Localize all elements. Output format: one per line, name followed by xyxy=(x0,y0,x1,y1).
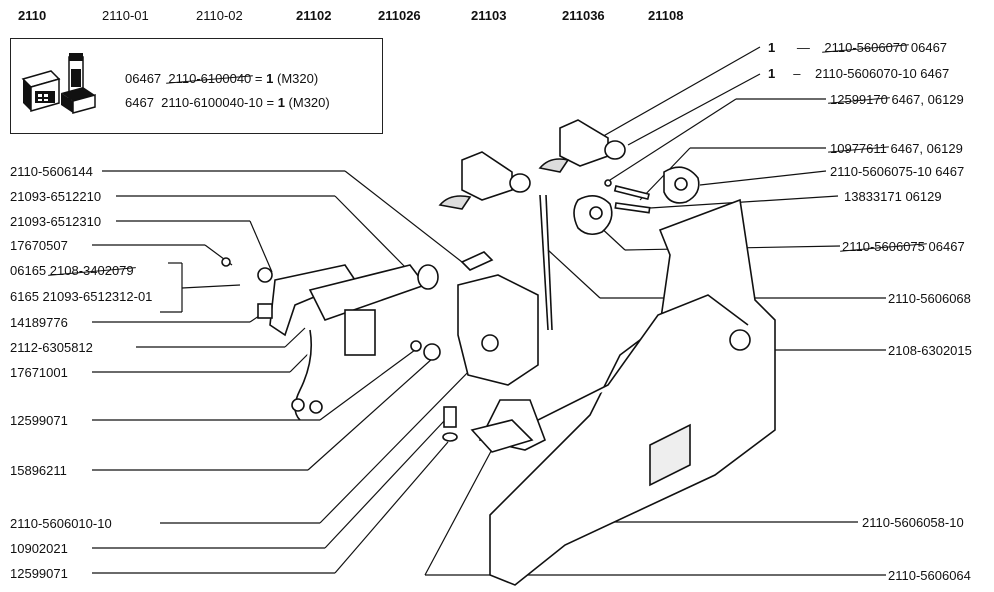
right-label-1-dash: — xyxy=(796,40,810,55)
right-label-2: 1 – 2110-5606070-10 6467 xyxy=(768,66,949,81)
right-label-6: 13833171 06129 xyxy=(844,189,942,204)
right-label-1-part: 2110-5606070 xyxy=(824,40,908,55)
left-label-14: 12599071 xyxy=(10,566,68,581)
right-label-2-dash: – xyxy=(793,66,801,81)
info-line-2-eq: = xyxy=(266,95,275,110)
right-label-11: 2110-5606064 xyxy=(888,568,971,583)
model-code-7: 211036 xyxy=(562,8,605,23)
left-label-5-part: 2108-3402079 xyxy=(49,263,134,278)
left-label-11: 15896211 xyxy=(10,463,67,478)
model-code-5: 211026 xyxy=(378,8,421,23)
right-label-1-suffix: 06467 xyxy=(910,40,948,55)
left-label-2: 21093-6512210 xyxy=(10,189,102,204)
right-label-3-part: 12599170 xyxy=(830,92,888,107)
right-label-10: 2110-5606058-10 xyxy=(862,515,964,530)
model-code-4: 21102 xyxy=(296,8,332,23)
right-label-2-part: 2110-5606070-10 6467 xyxy=(814,66,950,81)
right-label-1: 1 — 2110-5606070 06467 xyxy=(768,40,947,55)
left-label-10: 12599071 xyxy=(10,413,68,428)
left-label-8: 2112-6305812 xyxy=(10,340,93,355)
left-label-3: 21093-6512310 xyxy=(10,214,102,229)
info-line-1-qty: 1 xyxy=(266,71,274,86)
right-label-8: 2110-5606068 xyxy=(888,291,971,306)
right-label-2-qty: 1 xyxy=(768,66,776,81)
info-line-1-part: 2110-6100040 xyxy=(168,71,252,86)
parts-box-icon xyxy=(21,53,96,114)
info-line-1-code: 06467 xyxy=(125,71,162,86)
right-label-7-suffix: 06467 xyxy=(928,239,965,254)
left-label-6: 6165 21093-6512312-01 xyxy=(10,289,153,304)
right-label-1-qty: 1 xyxy=(768,40,776,55)
info-line-1-unit: (M320) xyxy=(277,71,319,86)
model-code-1: 2110 xyxy=(18,8,47,23)
info-line-1: 06467 2110-6100040 = 1 (M320) xyxy=(125,71,318,86)
model-code-2: 2110-01 xyxy=(102,8,149,23)
info-line-1-eq: = xyxy=(254,71,263,86)
model-code-8: 21108 xyxy=(648,8,684,23)
info-line-2: 6467 2110-6100040-10 = 1 (M320) xyxy=(125,95,330,110)
right-label-9: 2108-6302015 xyxy=(888,343,972,358)
left-label-5-prefix: 06165 xyxy=(10,263,47,278)
parts-info-box: 06467 2110-6100040 = 1 (M320) 6467 2110-… xyxy=(10,38,383,134)
left-label-7: 14189776 xyxy=(10,315,68,330)
info-line-2-code: 6467 xyxy=(125,95,154,110)
left-label-9: 17671001 xyxy=(10,365,68,380)
left-label-1: 2110-5606144 xyxy=(10,164,93,179)
right-label-4-suffix: 6467, 06129 xyxy=(890,141,963,156)
right-label-7: 2110-5606075 06467 xyxy=(842,239,965,254)
info-line-2-part: 2110-6100040-10 xyxy=(161,95,263,110)
left-label-12: 2110-5606010-10 xyxy=(10,516,112,531)
right-label-5: 2110-5606075-10 6467 xyxy=(830,164,965,179)
info-line-2-unit: (M320) xyxy=(288,95,330,110)
right-label-7-part: 2110-5606075 xyxy=(842,239,925,254)
left-label-13: 10902021 xyxy=(10,541,68,556)
left-label-4: 17670507 xyxy=(10,238,68,253)
right-label-4: 10977611 6467, 06129 xyxy=(830,141,963,156)
model-code-3: 2110-02 xyxy=(196,8,243,23)
right-label-3-suffix: 6467, 06129 xyxy=(891,92,964,107)
right-label-4-part: 10977611 xyxy=(830,141,887,156)
info-line-2-qty: 1 xyxy=(277,95,285,110)
right-label-3: 12599170 6467, 06129 xyxy=(830,92,964,107)
left-label-5: 06165 2108-3402079 xyxy=(10,263,134,278)
model-code-6: 21103 xyxy=(471,8,507,23)
